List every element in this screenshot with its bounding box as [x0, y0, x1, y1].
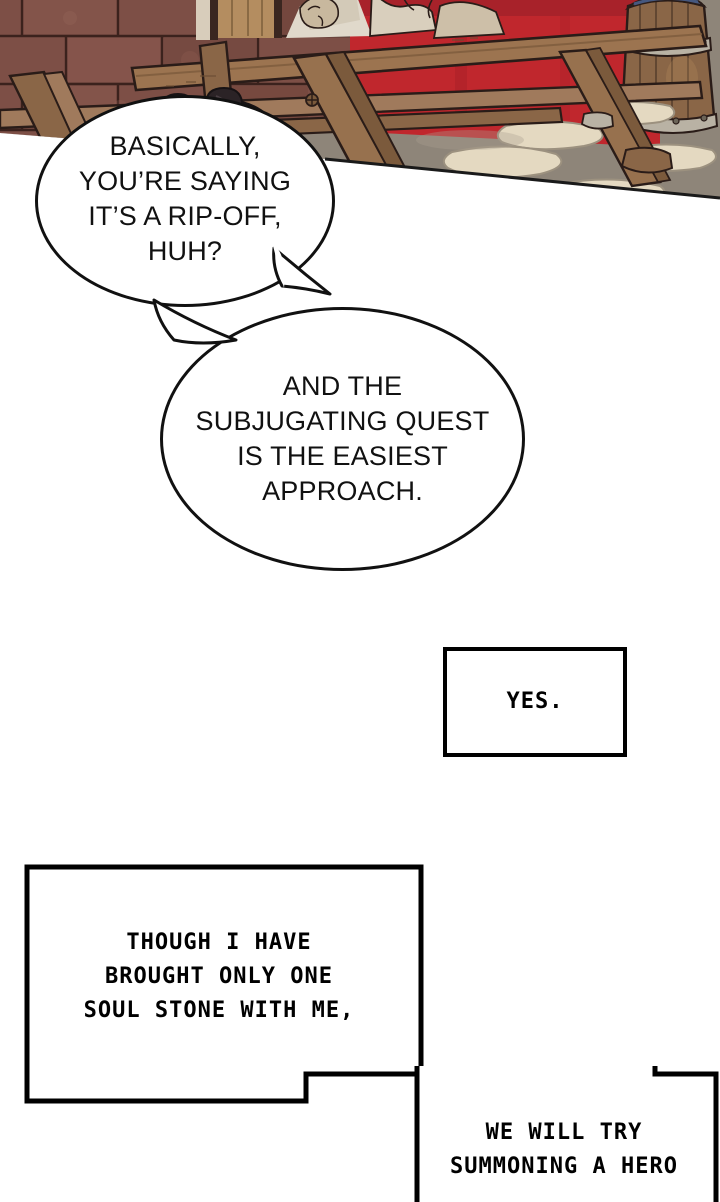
wood-slats-upper — [196, 0, 282, 40]
caption-box-summoning-hero: WE WILL TRY SUMMONING A HERO — [414, 1066, 720, 1202]
speech-bubble-1-tail — [268, 242, 358, 316]
caption-box-yes-text: YES. — [506, 688, 564, 714]
caption-box-summoning-hero-outline — [414, 1066, 719, 1202]
speech-bubble-basically: BASICALLY, YOU’RE SAYING IT’S A RIP-OFF,… — [35, 95, 335, 307]
caption-box-soul-stone-outline — [24, 864, 424, 1104]
speech-bubble-subjugating-quest: AND THE SUBJUGATING QUEST IS THE EASIEST… — [160, 307, 525, 571]
caption-box-soul-stone: THOUGH I HAVE BROUGHT ONLY ONE SOUL STON… — [24, 864, 424, 1104]
speech-bubble-basically-text: BASICALLY, YOU’RE SAYING IT’S A RIP-OFF,… — [78, 130, 292, 267]
speech-bubble-subjugating-quest-text: AND THE SUBJUGATING QUEST IS THE EASIEST… — [195, 370, 490, 507]
caption-box-yes: YES. — [443, 647, 627, 757]
speech-bubble-2-tail — [150, 296, 260, 376]
seated-figure-shapes — [286, 0, 506, 39]
caption-box-soul-stone-text: THOUGH I HAVE BROUGHT ONLY ONE SOUL STON… — [83, 930, 355, 1024]
caption-box-summoning-hero-text: WE WILL TRY SUMMONING A HERO — [450, 1120, 678, 1180]
